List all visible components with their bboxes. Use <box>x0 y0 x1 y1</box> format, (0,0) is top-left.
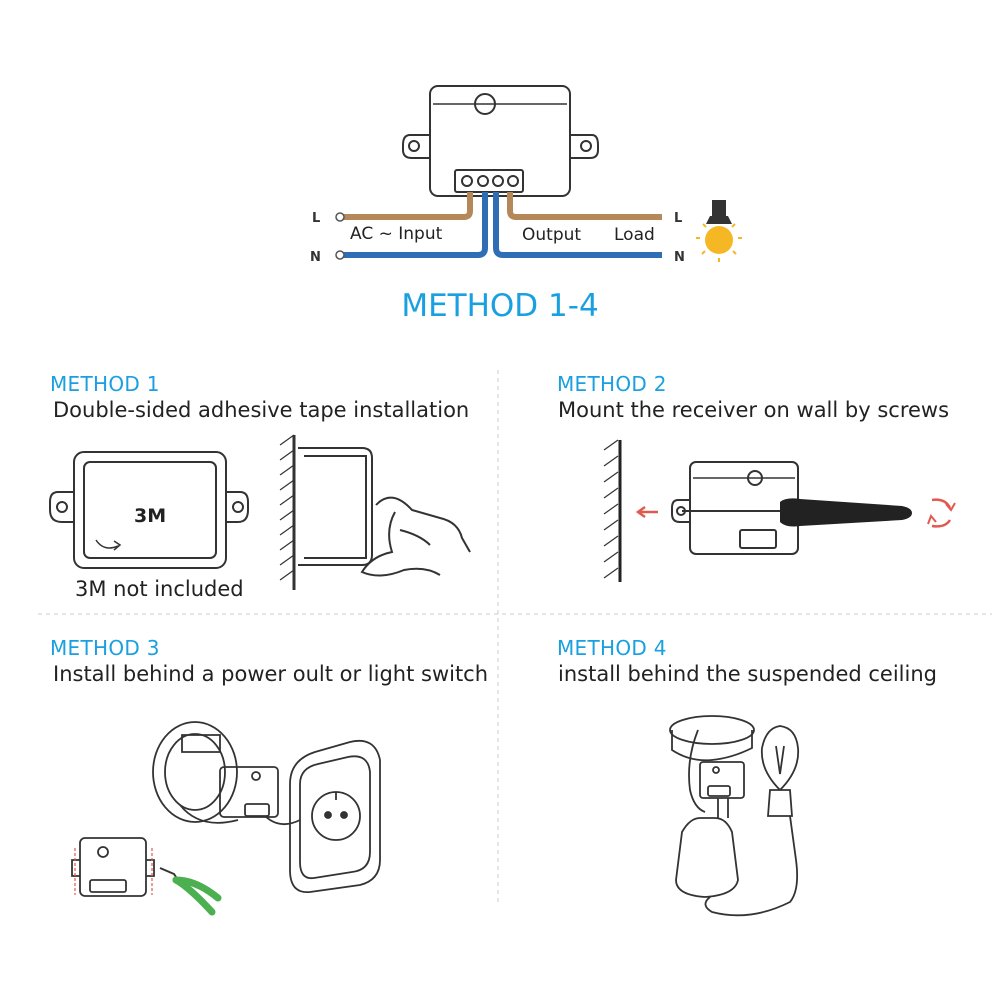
output-label: Output <box>522 225 581 245</box>
3m-badge: 3M <box>134 505 166 527</box>
module-with-3m-tape <box>49 451 249 569</box>
method-2-label: METHOD 2 <box>557 372 667 396</box>
method-2-description: Mount the receiver on wall by screws <box>558 398 950 422</box>
method-4-description: install behind the suspended ceiling <box>558 662 937 686</box>
input-label: AC ~ Input <box>350 224 443 244</box>
method-3-label: METHOD 3 <box>50 636 160 660</box>
method-1-note: 3M not included <box>75 577 244 601</box>
ceiling-light-illustration <box>669 715 800 917</box>
power-outlet-illustration <box>152 721 381 893</box>
module-with-pliers-illustration <box>71 837 222 916</box>
method-1-label: METHOD 1 <box>50 372 160 396</box>
method-1-description: Double-sided adhesive tape installation <box>53 398 470 422</box>
grid-dividers <box>38 370 992 905</box>
right-neutral-label: N <box>674 250 685 265</box>
wires <box>335 192 662 260</box>
relay-module-top <box>402 85 599 197</box>
wall-screw-illustration <box>603 439 956 582</box>
method-4-label: METHOD 4 <box>557 636 667 660</box>
left-live-label: L <box>312 211 320 226</box>
load-label: Load <box>614 225 655 245</box>
method-3-description: Install behind a power oult or light swi… <box>53 662 489 686</box>
light-bulb-icon <box>696 200 742 262</box>
page-title: METHOD 1-4 <box>401 288 599 324</box>
right-live-label: L <box>674 211 682 226</box>
left-neutral-label: N <box>310 250 321 265</box>
wall-mount-hand-illustration <box>279 434 471 590</box>
